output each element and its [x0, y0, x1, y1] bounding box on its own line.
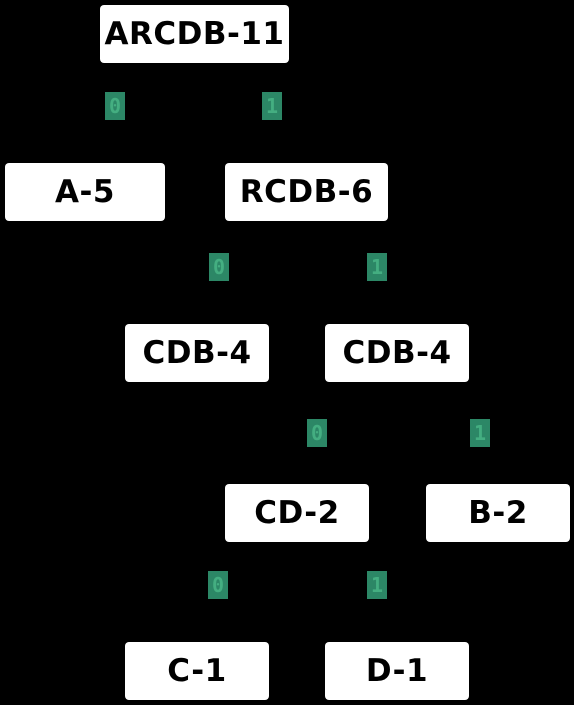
edge-label-0: 0	[307, 419, 327, 447]
edge-label-1: 1	[367, 571, 387, 599]
node-level2-right: CDB-4	[325, 324, 469, 382]
node-level2-left: CDB-4	[125, 324, 269, 382]
node-level1-left: A-5	[5, 163, 165, 221]
node-level4-right: D-1	[325, 642, 469, 700]
edge-label-0: 0	[209, 253, 229, 281]
node-level3-left: CD-2	[225, 484, 369, 542]
edge-label-1: 1	[470, 419, 490, 447]
node-level3-right: B-2	[426, 484, 570, 542]
edge-label-0: 0	[105, 92, 125, 120]
edge-label-1: 1	[367, 253, 387, 281]
node-level1-right: RCDB-6	[225, 163, 388, 221]
edge-label-0: 0	[208, 571, 228, 599]
node-level4-left: C-1	[125, 642, 269, 700]
edge-label-1: 1	[262, 92, 282, 120]
node-root: ARCDB-11	[100, 5, 289, 63]
